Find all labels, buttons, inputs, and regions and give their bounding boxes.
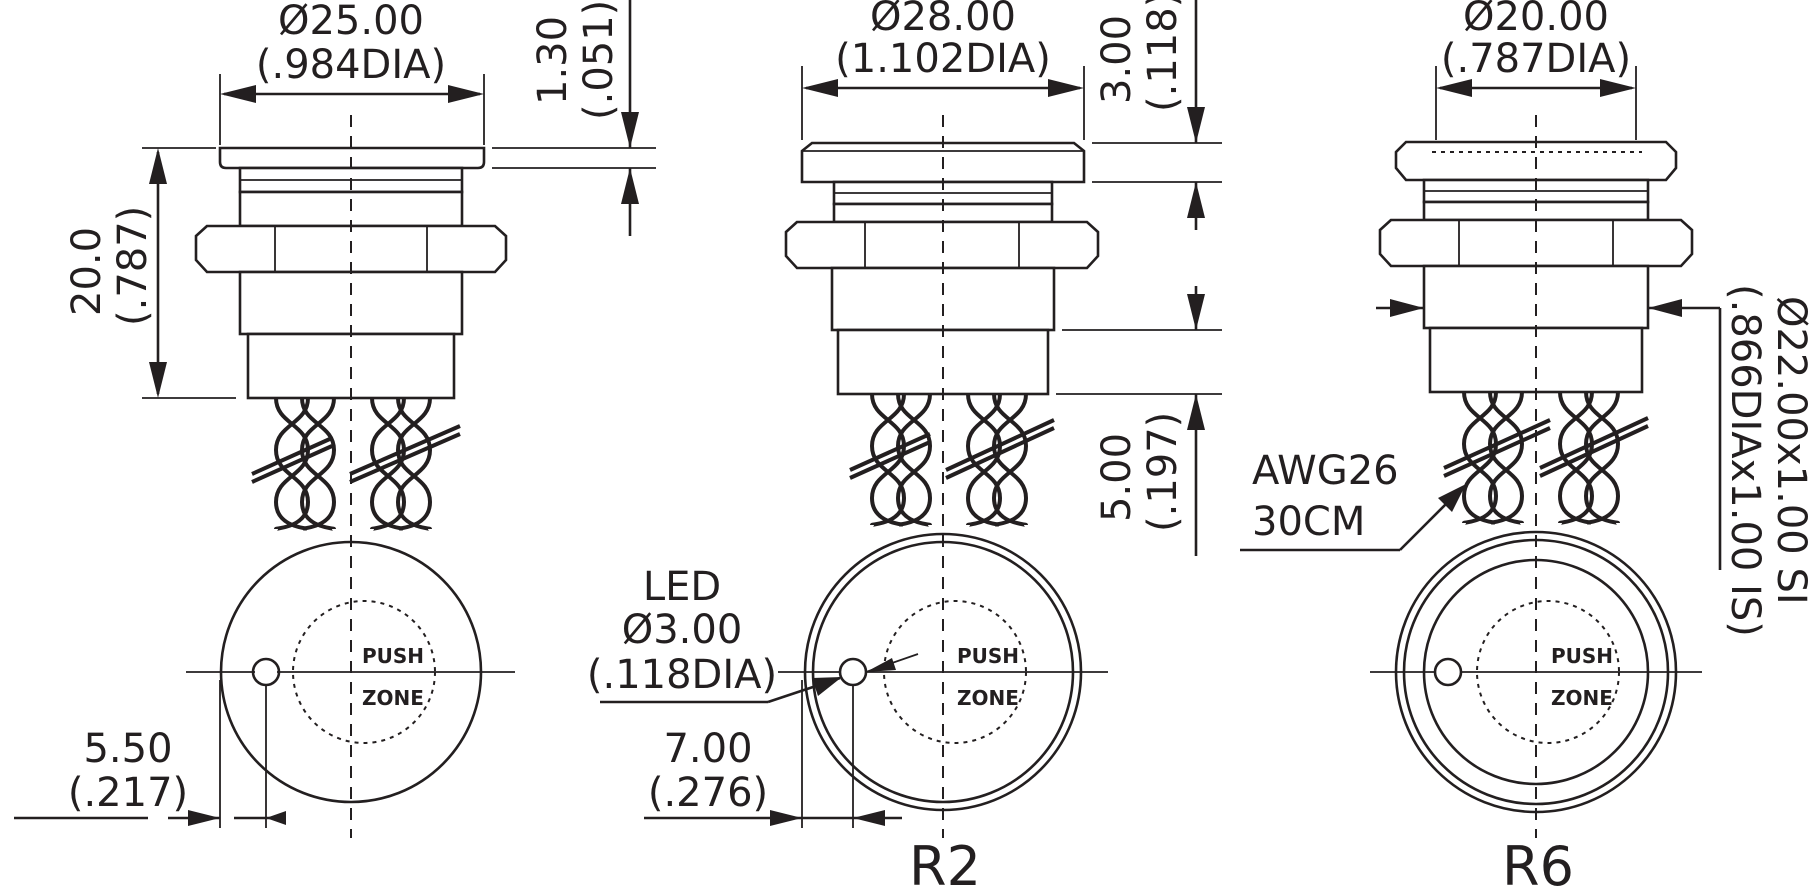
right-zone-label: ZONE (1551, 686, 1613, 710)
middle-cap-thickness-in: (.118) (1140, 0, 1186, 112)
middle-cap-thickness-dimension: 3.00 (.118) (1092, 0, 1222, 230)
left-offset-in: (.217) (68, 770, 188, 816)
middle-offset-dimension: 7.00 (.276) (644, 726, 902, 826)
middle-led-callout: LED Ø3.00 (.118DIA) (587, 564, 842, 704)
right-model-label: R6 (1502, 835, 1574, 889)
middle-led-dia-in: (.118DIA) (587, 652, 777, 698)
middle-stem-dimension: 5.00 (.197) (1056, 286, 1222, 556)
right-wire-gauge: AWG26 (1252, 448, 1399, 494)
left-height-in: (.787) (110, 206, 156, 326)
middle-top-dia-in: (1.102DIA) (835, 36, 1051, 82)
left-cap-thickness-in: (.051) (576, 0, 622, 120)
middle-top-dia-dimension: Ø28.00 (1.102DIA) (801, 0, 1085, 140)
left-view: Ø25.00 (.984DIA) 1.30 (.051) 20.0 (.787) (14, 0, 656, 838)
middle-offset-in: (.276) (648, 770, 768, 816)
middle-wire-braids (849, 392, 1055, 527)
right-thread-dimension: Ø22.00x1.00 SI (.866DIAx1.00 IS) (1376, 284, 1814, 637)
right-top-dia-dimension: Ø20.00 (.787DIA) (1435, 0, 1637, 140)
right-wire-braids (1443, 390, 1649, 525)
middle-model-label: R2 (909, 835, 981, 889)
left-top-dia-in: (.984DIA) (256, 42, 446, 88)
right-top-dia: Ø20.00 (1463, 0, 1609, 40)
right-wire-length: 30CM (1252, 499, 1365, 545)
left-height-dimension: 20.0 (.787) (64, 147, 236, 399)
middle-switch-body (784, 141, 1100, 396)
middle-push-label: PUSH (957, 644, 1019, 668)
left-wire-braids (251, 396, 461, 531)
middle-offset: 7.00 (663, 726, 752, 772)
middle-led-label: LED (643, 564, 721, 610)
left-top-view: PUSH ZONE (186, 540, 515, 828)
right-thread: Ø22.00x1.00 SI (1768, 296, 1814, 605)
right-top-dia-in: (.787DIA) (1441, 36, 1631, 82)
left-top-dia: Ø25.00 (278, 0, 424, 44)
left-offset: 5.50 (83, 726, 172, 772)
middle-led-dia: Ø3.00 (622, 607, 743, 653)
middle-view: Ø28.00 (1.102DIA) 3.00 (.118) 5.00 (.197… (587, 0, 1222, 889)
right-view: Ø20.00 (.787DIA) Ø22.00x1.00 SI (.866DIA… (1240, 0, 1814, 889)
left-zone-label: ZONE (362, 686, 424, 710)
left-cap-thickness: 1.30 (530, 16, 576, 105)
left-offset-dimension: 5.50 (.217) (14, 726, 286, 826)
middle-top-view: PUSH ZONE (778, 532, 1108, 828)
left-push-label: PUSH (362, 644, 424, 668)
middle-stem: 5.00 (1094, 433, 1140, 522)
right-thread-in: (.866DIAx1.00 IS) (1722, 284, 1768, 637)
middle-cap-thickness: 3.00 (1094, 15, 1140, 104)
right-top-view: PUSH ZONE (1370, 530, 1702, 814)
left-height: 20.0 (64, 227, 110, 316)
left-cap-thickness-dimension: 1.30 (.051) (492, 0, 656, 236)
right-wire-callout: AWG26 30CM (1240, 448, 1466, 552)
middle-top-dia: Ø28.00 (870, 0, 1016, 40)
right-push-label: PUSH (1551, 644, 1613, 668)
middle-zone-label: ZONE (957, 686, 1019, 710)
left-top-dia-dimension: Ø25.00 (.984DIA) (219, 0, 485, 145)
middle-stem-in: (.197) (1140, 412, 1186, 532)
